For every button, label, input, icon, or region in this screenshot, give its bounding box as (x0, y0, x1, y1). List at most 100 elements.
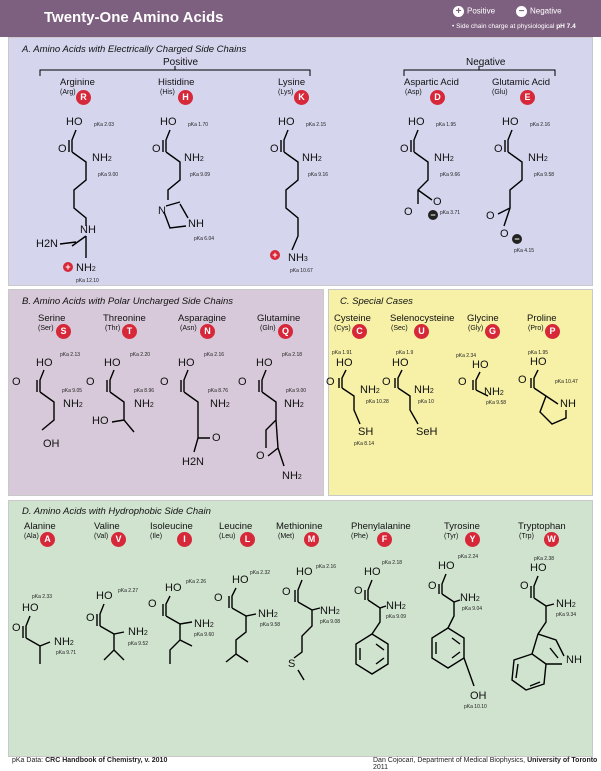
abbr-aspartic-acid: (Asp) (405, 89, 422, 96)
abbr-selenocysteine: (Sec) (391, 325, 408, 332)
pka-cys-2: pKa 10.28 (366, 399, 389, 405)
abbr-glutamic-acid: (Glu) (492, 89, 508, 96)
pka-leu-1: pKa 2.32 (250, 570, 271, 576)
pka-ala-2: pKa 9.71 (56, 650, 77, 656)
group-negative-label: Negative (466, 57, 506, 68)
atom-nh-text: NH (460, 592, 476, 604)
atom-nh2: NH2 (414, 384, 434, 396)
name-serine: Serine (38, 313, 66, 324)
subscript: 2 (299, 402, 304, 409)
header-bar: Twenty-One Amino Acids +Positive −Negati… (0, 0, 601, 37)
pka-pro-2: pKa 10.47 (555, 379, 578, 385)
badge-glutamine: Q (278, 324, 293, 339)
atom-ho: HO (96, 590, 113, 602)
atom-ho: HO (336, 357, 353, 369)
abbr-tyrosine: (Tyr) (444, 533, 459, 540)
atom-nh2: NH2 (134, 398, 154, 410)
positive-charge-icon: + (270, 250, 280, 260)
atom-o: O (256, 450, 265, 462)
badge-lysine: K (294, 90, 309, 105)
badge-alanine: A (40, 532, 55, 547)
badge-cysteine: C (352, 324, 367, 339)
subscript: 2 (375, 388, 380, 395)
abbr-lysine: (Lys) (278, 89, 294, 96)
atom-nh2: NH2 (460, 592, 480, 604)
badge-selenocysteine: U (414, 324, 429, 339)
atom-o: O (433, 196, 442, 208)
name-proline: Proline (527, 313, 557, 324)
atom-o: O (152, 143, 161, 155)
atom-nh2: NH2 (528, 152, 548, 164)
name-methionine: Methionine (276, 521, 323, 532)
atom-nh-text: NH (288, 252, 304, 264)
subscript: 2 (209, 622, 214, 629)
atom-o: O (326, 376, 335, 388)
name-leucine: Leucine (219, 521, 253, 532)
atom-nh-text: NH (210, 398, 226, 410)
atom-nh-text: NH (194, 618, 210, 630)
minus-icon: − (516, 6, 527, 17)
atom-nh-text: NH (434, 152, 450, 164)
pka-asn-1: pKa 2.16 (204, 352, 225, 358)
atom-nh-text: NH (54, 636, 70, 648)
subscript: 2 (429, 388, 434, 395)
pka-phe-2: pKa 9.09 (386, 614, 407, 620)
name-phenylalanine: Phenylalanine (351, 521, 411, 532)
atom-nh2: NH2 (258, 608, 278, 620)
pka-trp-1: pKa 2.38 (534, 556, 555, 562)
atom-o: O (282, 586, 291, 598)
pka-cys-1: pKa 1.91 (332, 350, 353, 356)
atom-nh2: NH2 (210, 398, 230, 410)
subscript: 2 (78, 402, 83, 409)
atom-nh2: NH2 (282, 470, 302, 482)
atom-nh-text: NH (556, 598, 572, 610)
badge-glutamic-acid: E (520, 90, 535, 105)
atom-nh2: NH2 (284, 398, 304, 410)
footer-author: Dan Cojocari, Department of Medical Biop… (373, 757, 528, 764)
group-positive-label: Positive (163, 57, 199, 68)
pka-arg-3: pKa 12.10 (76, 278, 99, 284)
name-glutamic-acid: Glutamic Acid (492, 77, 551, 88)
subscript: 2 (107, 156, 112, 163)
atom-seh: SeH (416, 426, 438, 438)
atom-nh-text: NH (76, 262, 92, 274)
atom-nh-text: NH (528, 152, 544, 164)
atom-o: O (160, 376, 169, 388)
abbr-threonine: (Thr) (105, 325, 121, 332)
subscript: 2 (401, 604, 406, 611)
atom-ho: HO (66, 116, 83, 128)
section-b-title: B. Amino Acids with Polar Uncharged Side… (22, 296, 234, 307)
footer-source: pKa Data: CRC Handbook of Chemistry, v. … (12, 757, 167, 764)
atom-ho: HO (364, 566, 381, 578)
legend-ph: pH 7.4 (556, 23, 576, 30)
subscript: 2 (273, 612, 278, 619)
atom-ho: HO (22, 602, 39, 614)
name-tyrosine: Tyrosine (444, 521, 480, 532)
pka-tyr-1: pKa 2.24 (458, 554, 479, 560)
atom-ho: HO (296, 566, 313, 578)
pka-asp-1: pKa 1.95 (436, 122, 457, 128)
atom-nh-text: NH (360, 384, 376, 396)
atom-ho: HO (104, 357, 121, 369)
atom-o: O (214, 592, 223, 604)
badge-leucine: L (240, 532, 255, 547)
legend-note: • Side chain charge at physiological pH … (452, 23, 576, 30)
atom-nh-text: NH (184, 152, 200, 164)
atom-ho: HO (36, 357, 53, 369)
atom-nh-text: NH (134, 398, 150, 410)
subscript: 2 (571, 602, 576, 609)
badge-asparagine: N (200, 324, 215, 339)
atom-o: O (58, 143, 67, 155)
atom-sh: SH (358, 426, 374, 438)
pka-his-1: pKa 1.70 (188, 122, 209, 128)
abbr-arginine: (Arg) (60, 89, 76, 96)
pka-arg-2: pKa 9.00 (98, 172, 119, 178)
atom-h2n: H2N (36, 238, 59, 250)
atom-nh2: NH2 (76, 262, 96, 274)
